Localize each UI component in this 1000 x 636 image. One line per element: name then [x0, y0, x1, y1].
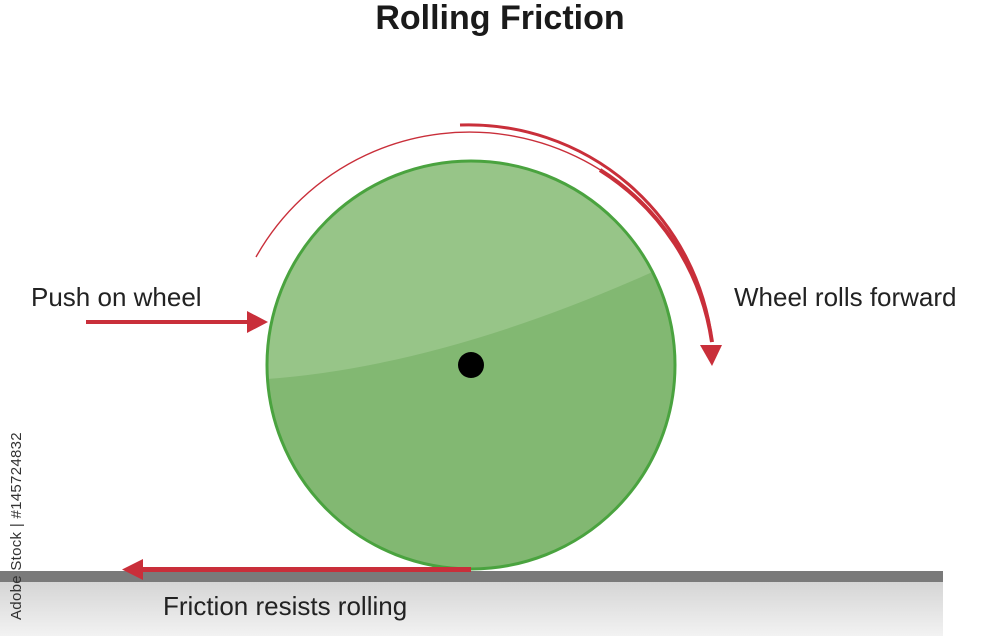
rotation-arrow [255, 123, 722, 366]
friction-label: Friction resists rolling [163, 591, 408, 621]
rolls-label: Wheel rolls forward [734, 282, 957, 312]
wheel [265, 159, 677, 571]
ground-surface [0, 580, 943, 636]
stock-credit: Adobe Stock | #145724832 [8, 432, 25, 620]
wheel-highlight [267, 161, 675, 380]
push-arrow [86, 311, 268, 333]
push-label: Push on wheel [31, 282, 202, 312]
ground-top-line [0, 571, 943, 582]
diagram-title: Rolling Friction [375, 0, 625, 37]
friction-arrow [122, 559, 471, 580]
axle-dot [458, 352, 484, 378]
rotation-arrowhead [700, 345, 722, 366]
